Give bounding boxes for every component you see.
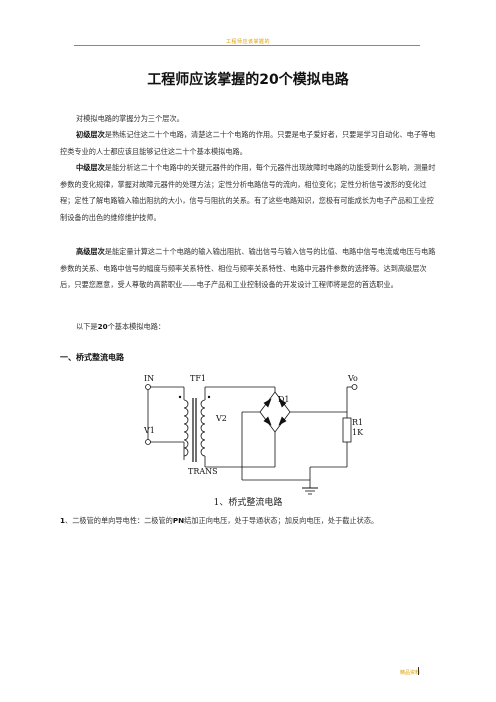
diode-text-part1: 、二极管的单向导电性：二极管的 xyxy=(65,516,173,525)
output-terminal xyxy=(351,384,358,390)
label-d1: D1 xyxy=(278,395,290,404)
page-title: 工程师应该掌握的20个模拟电路 xyxy=(147,72,349,88)
label-r1: R1 xyxy=(352,418,363,427)
label-v2: V2 xyxy=(215,414,227,423)
diode-pn-label: PN xyxy=(172,516,185,525)
diode-symbol xyxy=(278,398,287,408)
section-title-bridge-rectifier: 一、桥式整流电路 xyxy=(60,353,124,362)
label-in: IN xyxy=(144,374,154,383)
paragraph-diode-property: 1、二极管的单向导电性：二极管的PN结加正向电压，处于导通状态；加反向电压，处于… xyxy=(60,513,437,530)
list-intro-number: 20 xyxy=(97,322,108,331)
diode-item-number: 1 xyxy=(60,516,66,525)
resistor-r1 xyxy=(342,417,352,443)
list-intro-post: 个基本模拟电路： xyxy=(107,322,166,331)
footer-divider xyxy=(418,667,419,675)
input-terminal-top xyxy=(145,384,151,390)
bridge-rectifier-circuit-diagram: IN TF1 Vo D1 V2 R1 1K V1 TRANS xyxy=(143,374,364,495)
label-tf1: TF1 xyxy=(190,374,206,383)
intermediate-level-label: 中级层次 xyxy=(76,163,105,172)
advanced-level-text: 是能定量计算这二十个电路的输入输出阻抗、输出信号与输入信号的比值、电路中信号电流… xyxy=(60,247,436,289)
paragraph-list-intro: 以下是20个基本模拟电路： xyxy=(60,319,437,336)
diode-symbol xyxy=(263,398,272,408)
bridge-rectifier-diamond xyxy=(259,391,291,433)
list-intro-pre: 以下是 xyxy=(76,322,98,331)
diode-text-part2: 结加正向电压，处于导通状态；加反向电压，处于截止状态。 xyxy=(184,516,379,525)
intermediate-level-text: 是能分析这二十个电路中的关键元器件的作用，每个元器件出现故障时电路的功能受到什么… xyxy=(60,163,436,222)
label-vo: Vo xyxy=(347,374,358,383)
label-trans: TRANS xyxy=(188,467,218,476)
intro-text: 对模拟电路的掌握分为三个层次。 xyxy=(76,114,184,123)
paragraph-basic-level: 初级层次是熟练记住这二十个电路，清楚这二十个电路的作用。只要是电子爱好者，只要是… xyxy=(60,127,437,160)
transformer-secondary-coil xyxy=(200,399,206,457)
circuit-caption: 1、桥式整流电路 xyxy=(213,498,283,508)
label-v1: V1 xyxy=(143,426,155,435)
diode-symbol xyxy=(278,416,287,426)
paragraph-intermediate-level: 中级层次是能分析这二十个电路中的关键元器件的作用，每个元器件出现故障时电路的功能… xyxy=(60,160,437,226)
page-header: 工程师应该掌握的 xyxy=(225,39,270,45)
basic-level-label: 初级层次 xyxy=(76,130,105,139)
paragraph-intro: 对模拟电路的掌握分为三个层次。 xyxy=(60,111,437,128)
advanced-level-label: 高级层次 xyxy=(76,247,105,256)
basic-level-text: 是熟练记住这二十个电路，清楚这二十个电路的作用。只要是电子爱好者，只要是学习自动… xyxy=(60,130,436,156)
input-terminal-bottom xyxy=(145,439,151,445)
diode-symbol xyxy=(263,416,272,426)
label-r1-value: 1K xyxy=(352,428,364,437)
page-footer: 精品资料 xyxy=(400,670,421,676)
header-divider xyxy=(74,45,420,46)
paragraph-advanced-level: 高级层次是能定量计算这二十个电路的输入输出阻抗、输出信号与输入信号的比值、电路中… xyxy=(60,244,437,294)
transformer-primary-coil xyxy=(183,399,189,457)
